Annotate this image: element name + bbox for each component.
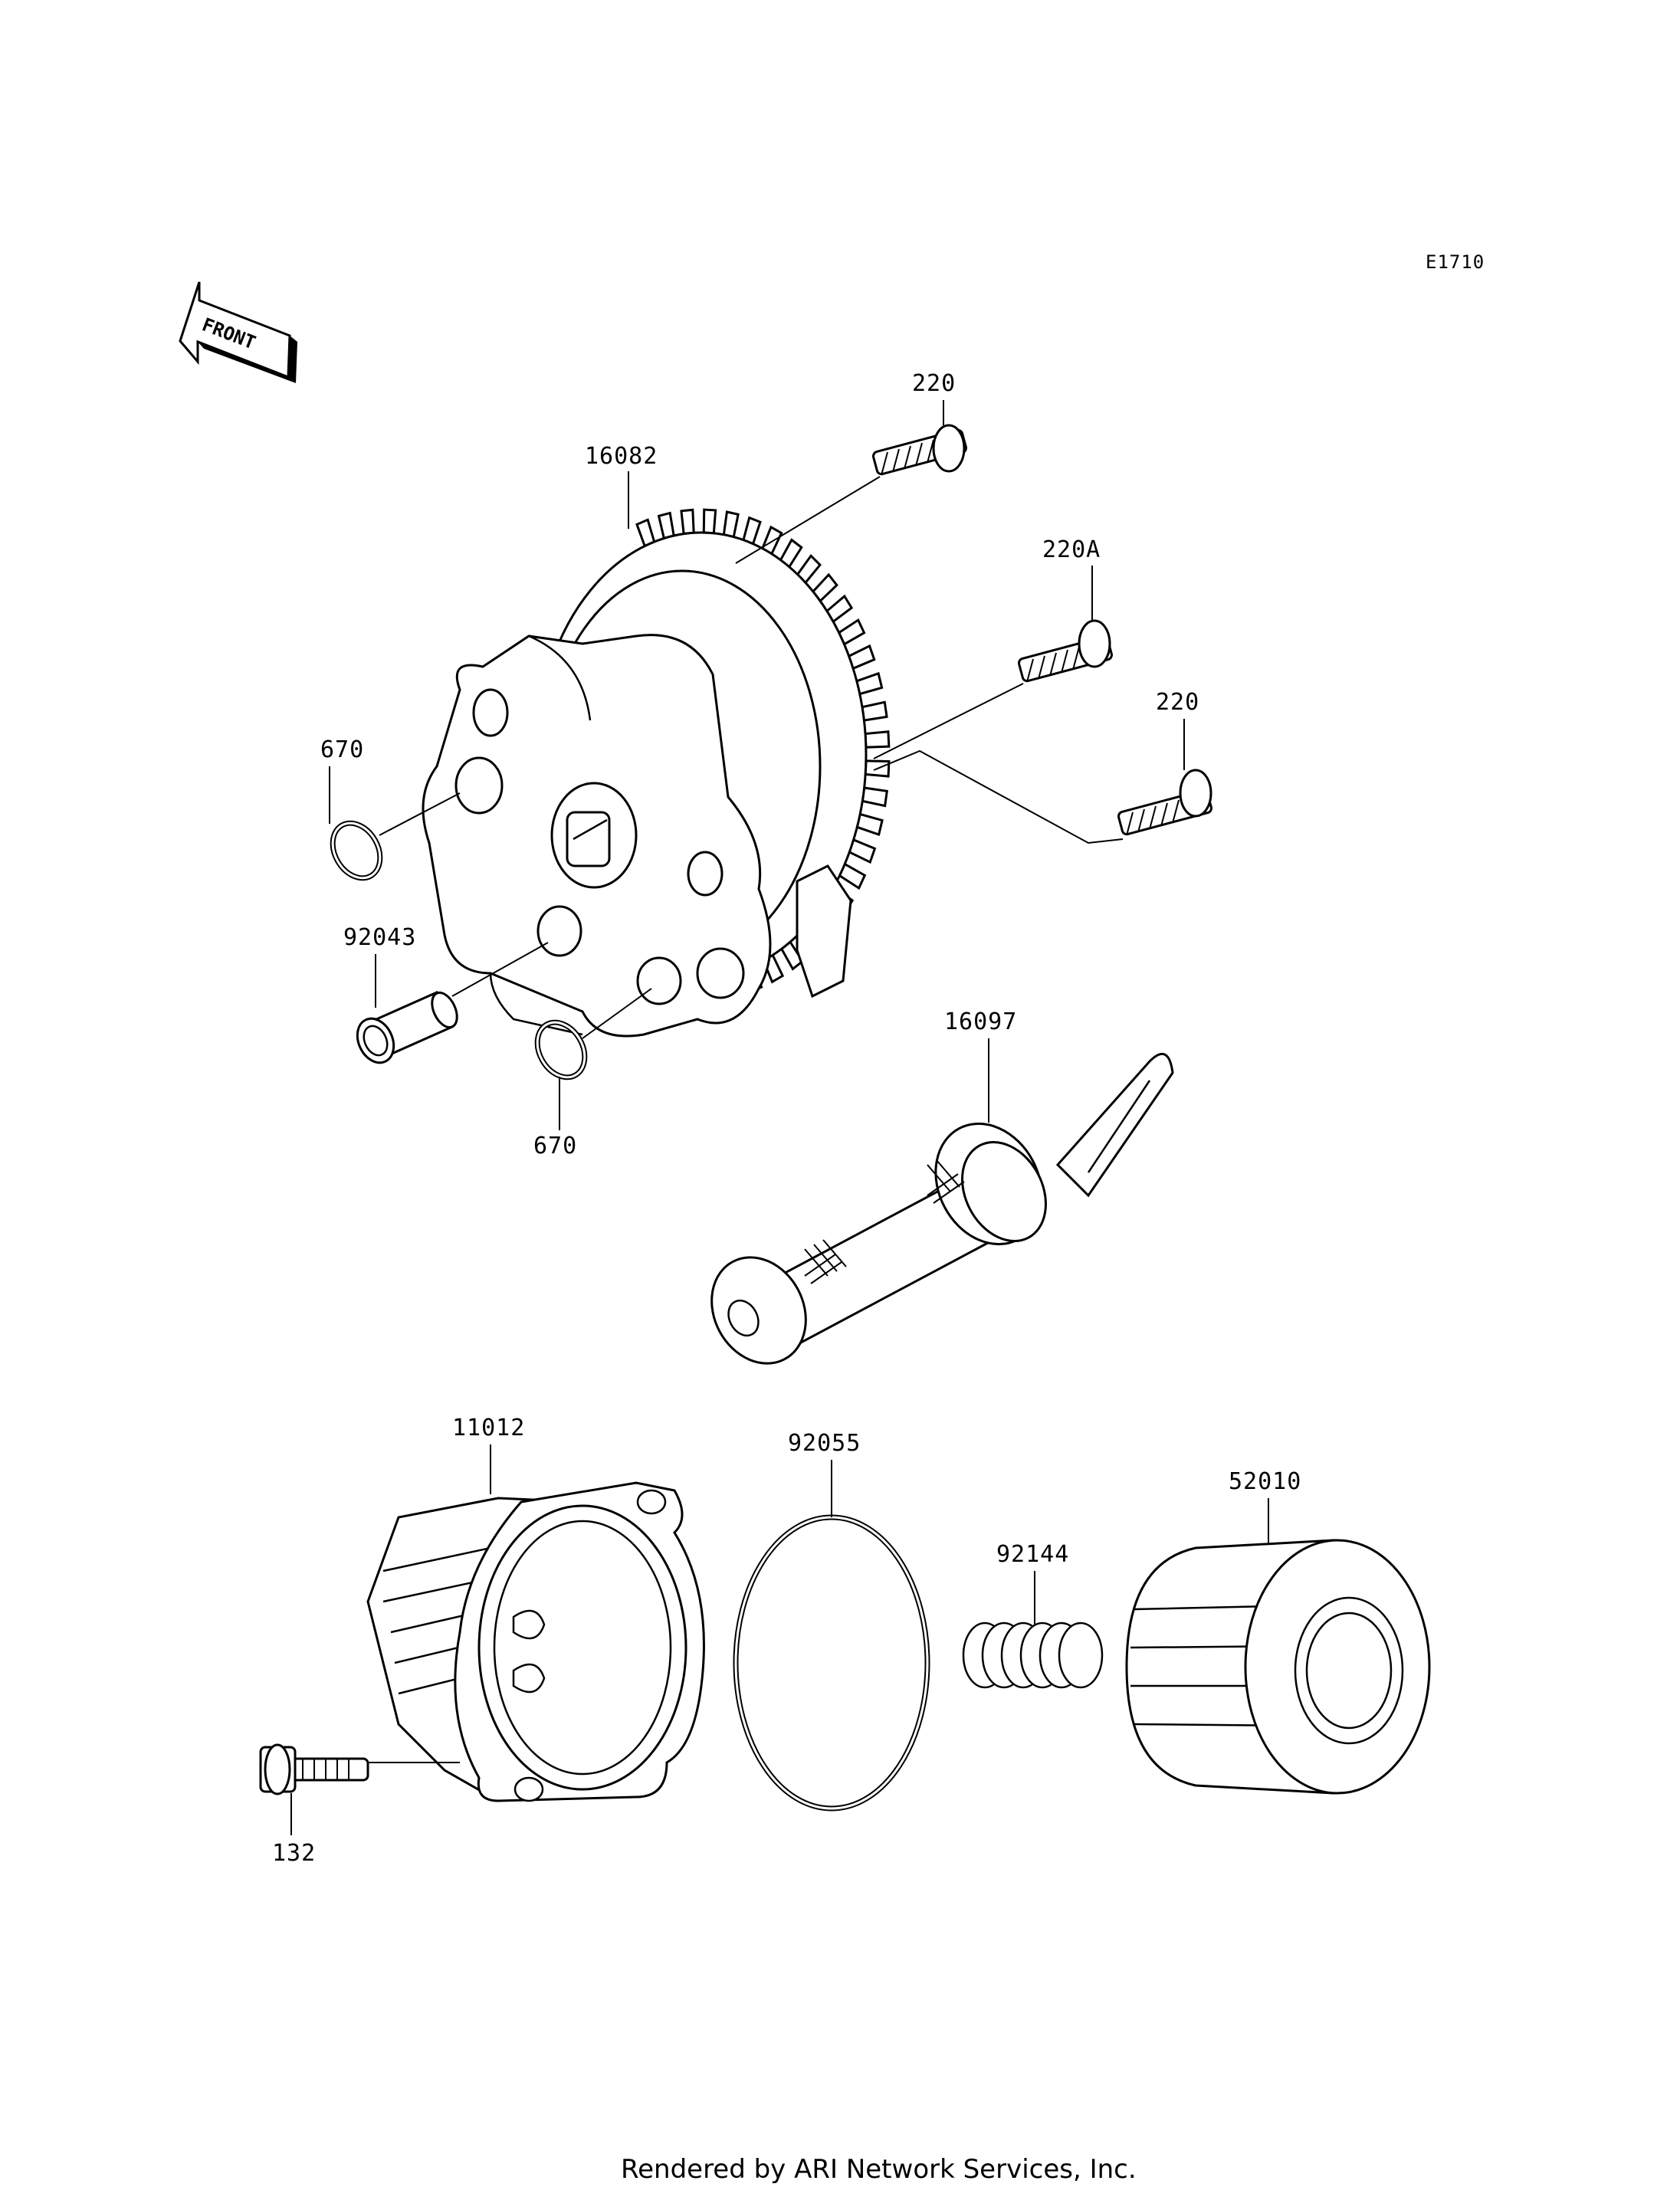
label-filter-element: 52010 <box>1229 1468 1301 1495</box>
label-cover-o-ring: 92055 <box>788 1430 861 1457</box>
gear-tooth <box>855 671 884 696</box>
gear-tooth <box>861 700 888 722</box>
oil-pump-gear <box>422 508 891 1038</box>
label-filter-cover: 11012 <box>452 1415 525 1441</box>
gear-tooth <box>864 730 891 749</box>
oil-filter-element <box>1125 1539 1431 1795</box>
pump-bolt-right <box>1117 769 1212 836</box>
label-pump-gear: 16082 <box>585 443 658 470</box>
label-dowel-pin: 92043 <box>343 924 416 951</box>
o-ring-lower <box>534 1019 588 1080</box>
label-bolt-mid: 220A <box>1042 536 1101 563</box>
gear-tooth <box>722 510 740 539</box>
gear-tooth <box>855 812 884 837</box>
label-o-ring-upper: 670 <box>320 736 364 763</box>
label-bolt-top: 220 <box>912 370 956 397</box>
gear-tooth <box>657 511 675 540</box>
front-arrow-icon: FRONT <box>179 281 297 383</box>
cover-bolt <box>259 1743 369 1795</box>
gear-tooth <box>702 508 717 535</box>
oil-strainer <box>710 1052 1174 1365</box>
dowel-pin <box>356 991 458 1064</box>
label-cover-bolt: 132 <box>272 1840 316 1867</box>
gear-tooth <box>680 508 695 536</box>
o-ring-upper <box>330 820 383 881</box>
label-o-ring-lower: 670 <box>533 1133 577 1159</box>
gear-tooth <box>861 786 888 808</box>
footer-credit: Rendered by ARI Network Services, Inc. <box>621 2154 1137 2185</box>
pump-bolt-mid <box>1018 619 1113 683</box>
label-filter-spring: 92144 <box>996 1541 1069 1568</box>
pump-bolt-top <box>872 424 967 476</box>
cover-o-ring <box>733 1514 930 1812</box>
leader-lines <box>290 400 1269 1835</box>
filter-spring <box>962 1622 1104 1689</box>
diagram-code: E1710 <box>1426 251 1485 273</box>
label-oil-strainer: 16097 <box>944 1008 1017 1035</box>
label-bolt-right: 220 <box>1156 689 1199 716</box>
oil-filter-cover <box>366 1481 705 1802</box>
